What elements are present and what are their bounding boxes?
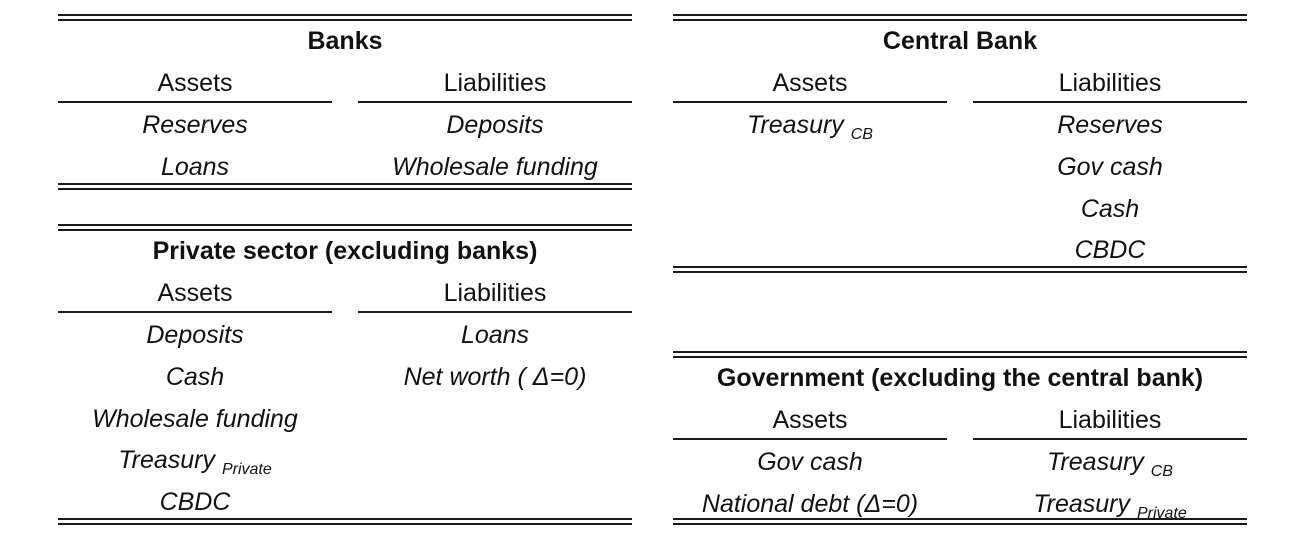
asset-item-subscript: Private (221, 461, 272, 478)
central-bank-table: Central Bank Assets Liabilities Treasury… (673, 14, 1247, 276)
asset-item: Gov cash (757, 448, 863, 476)
table-title: Government (excluding the central bank) (716, 364, 1204, 392)
top-rule (58, 224, 632, 231)
assets-header-rule (673, 438, 947, 440)
liability-item: Gov cash (1057, 153, 1163, 181)
liability-item: Treasury Private (973, 489, 1247, 529)
bottom-rule (673, 518, 1247, 525)
liabilities-header: Liabilities (443, 69, 547, 97)
liability-item: Reserves (1057, 111, 1163, 139)
asset-item: Treasury Private (58, 445, 332, 485)
assets-header: Assets (772, 69, 848, 97)
liability-item: CBDC (1074, 236, 1146, 264)
asset-item: Cash (165, 363, 225, 391)
banks-table: Banks Assets Liabilities Reserves Loans … (58, 14, 632, 194)
liabilities-header-rule (358, 311, 632, 313)
bottom-rule (58, 183, 632, 190)
liability-item-text: Treasury (1047, 448, 1144, 476)
asset-item: National debt (Δ=0) (701, 490, 919, 518)
asset-item: Loans (160, 153, 230, 181)
assets-header-rule (673, 101, 947, 103)
asset-item: Reserves (142, 111, 248, 139)
top-rule (673, 14, 1247, 21)
table-title: Private sector (excluding banks) (152, 237, 538, 265)
government-table: Government (excluding the central bank) … (673, 351, 1247, 534)
asset-item: Deposits (146, 321, 244, 349)
liability-item: Net worth ( Δ=0) (403, 363, 587, 391)
top-rule (673, 351, 1247, 358)
liabilities-header-rule (973, 438, 1247, 440)
assets-header: Assets (772, 406, 848, 434)
liabilities-header-rule (358, 101, 632, 103)
private-sector-table: Private sector (excluding banks) Assets … (58, 224, 632, 534)
liability-item: Cash (1080, 195, 1140, 223)
bottom-rule (58, 518, 632, 525)
liability-item: Loans (460, 321, 530, 349)
assets-header-rule (58, 311, 332, 313)
table-title: Banks (307, 27, 383, 55)
table-title: Central Bank (882, 27, 1038, 55)
asset-item: Wholesale funding (92, 405, 298, 433)
liability-item: Treasury CB (973, 447, 1247, 487)
liabilities-header: Liabilities (1058, 69, 1162, 97)
liabilities-header-rule (973, 101, 1247, 103)
liability-item-subscript: CB (1150, 463, 1173, 480)
liability-item: Wholesale funding (392, 153, 598, 181)
assets-header-rule (58, 101, 332, 103)
liability-item-subscript: Private (1136, 505, 1187, 522)
asset-item: CBDC (159, 488, 231, 516)
liability-item: Deposits (446, 111, 544, 139)
assets-header: Assets (157, 279, 233, 307)
liabilities-header: Liabilities (1058, 406, 1162, 434)
asset-item-text: Treasury (747, 111, 844, 139)
top-rule (58, 14, 632, 21)
bottom-rule (673, 266, 1247, 273)
assets-header: Assets (157, 69, 233, 97)
asset-item: Treasury CB (673, 110, 947, 150)
liability-item-text: Treasury (1033, 490, 1131, 518)
asset-item-subscript: CB (850, 126, 873, 143)
liabilities-header: Liabilities (443, 279, 547, 307)
asset-item-text: Treasury (118, 446, 216, 474)
